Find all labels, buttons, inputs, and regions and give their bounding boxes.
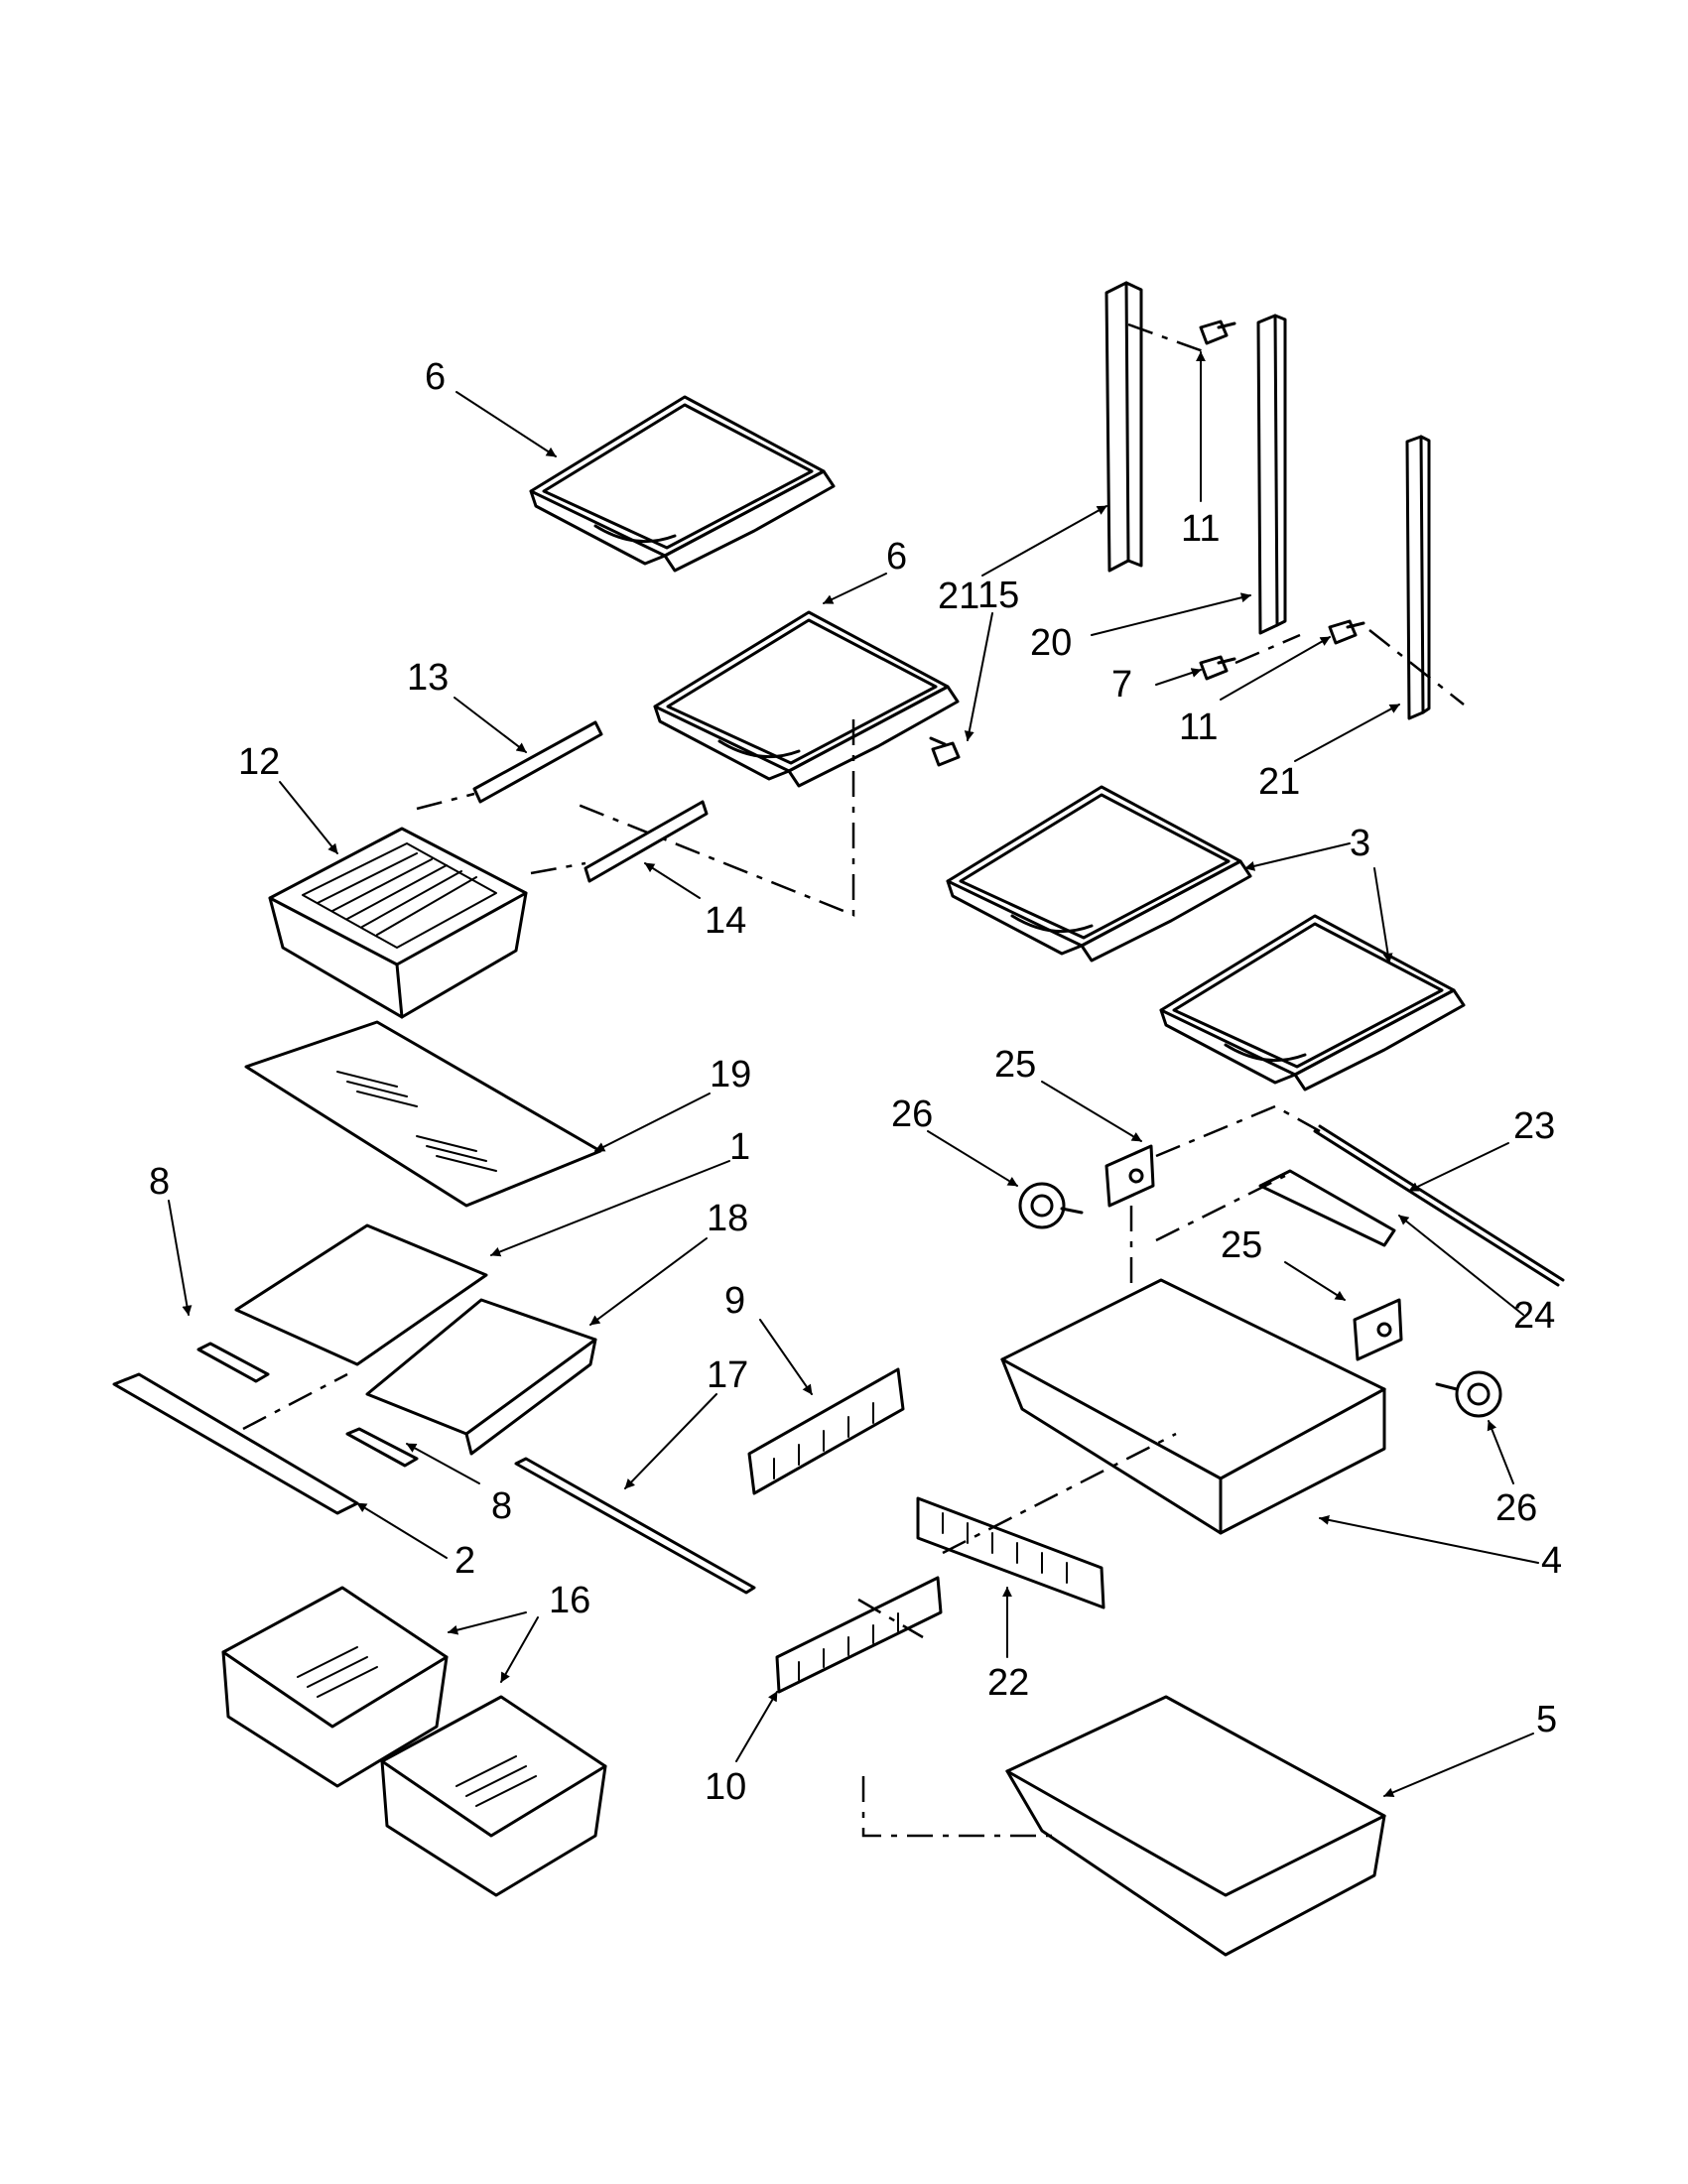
callout-24: 24 xyxy=(1513,1295,1555,1337)
bracket-part-25-upper xyxy=(1104,1144,1155,1208)
callout-25-lower: 25 xyxy=(1221,1224,1262,1266)
wire-basket-part-5 xyxy=(1004,1695,1387,1957)
strip-part-17 xyxy=(514,1457,756,1595)
callout-9: 9 xyxy=(724,1280,745,1322)
callout-3-upper: 3 xyxy=(1350,823,1370,864)
callout-23: 23 xyxy=(1513,1105,1555,1147)
callout-10: 10 xyxy=(705,1766,746,1808)
divider-part-9 xyxy=(747,1367,905,1495)
slide-part-13 xyxy=(472,720,603,804)
slide-part-14 xyxy=(584,800,709,883)
callout-20: 20 xyxy=(1030,622,1072,664)
handle-part-24 xyxy=(1258,1169,1396,1247)
callout-labels: 6 6 15 21 11 20 7 11 21 13 12 14 3 3 19 … xyxy=(149,356,1562,1808)
callout-14: 14 xyxy=(705,900,746,942)
trim-part-2 xyxy=(112,1372,359,1515)
screw-part-7 xyxy=(1199,655,1236,681)
gear-part-26-upper xyxy=(1018,1182,1084,1229)
rod-part-23 xyxy=(1313,1124,1565,1287)
gear-part-26-lower xyxy=(1435,1370,1502,1418)
bin-part-16-left xyxy=(221,1586,449,1788)
shelf-part-6-top xyxy=(529,395,836,573)
divider-part-22 xyxy=(916,1496,1105,1609)
callout-17: 17 xyxy=(707,1354,748,1396)
rail-part-21-left xyxy=(1104,281,1143,573)
callout-8-left: 8 xyxy=(149,1161,170,1203)
callout-4: 4 xyxy=(1541,1540,1562,1582)
callout-16: 16 xyxy=(549,1580,590,1621)
callout-22: 22 xyxy=(987,1662,1029,1704)
callout-11-upper: 11 xyxy=(1181,508,1220,550)
callout-12: 12 xyxy=(238,741,280,783)
callout-8-right: 8 xyxy=(491,1485,512,1527)
screw-part-11-lower xyxy=(1328,619,1365,645)
callout-19: 19 xyxy=(710,1054,751,1095)
callout-2: 2 xyxy=(454,1540,475,1582)
leader-arrows xyxy=(168,351,1539,1798)
callout-6-middle: 6 xyxy=(886,536,907,578)
clip-part-8-right xyxy=(345,1427,419,1468)
callout-6-top: 6 xyxy=(425,356,446,398)
callout-13: 13 xyxy=(407,657,449,699)
rail-part-20 xyxy=(1256,314,1287,635)
bin-part-16-right xyxy=(380,1695,607,1897)
rail-part-21-right xyxy=(1405,435,1431,720)
callout-5: 5 xyxy=(1536,1699,1557,1740)
divider-part-10 xyxy=(775,1576,943,1694)
shelf-part-18 xyxy=(365,1298,597,1456)
screw-part-11-top xyxy=(1199,320,1236,345)
callout-26-lower: 26 xyxy=(1495,1487,1537,1529)
clip-part-8-left xyxy=(196,1342,270,1383)
callout-15: 15 xyxy=(977,575,1019,616)
callout-1: 1 xyxy=(729,1126,750,1168)
bracket-part-25-lower xyxy=(1353,1298,1403,1361)
glass-shelf-part-19 xyxy=(244,1020,602,1208)
shelf-part-3-lower xyxy=(1159,914,1466,1092)
drawer-part-12 xyxy=(268,827,528,1019)
screw-part-15 xyxy=(929,736,961,767)
callout-26-upper: 26 xyxy=(891,1093,933,1135)
callout-11-lower: 11 xyxy=(1179,707,1218,748)
callout-7: 7 xyxy=(1111,664,1132,706)
shelf-part-1 xyxy=(234,1223,488,1366)
callout-21-lower: 21 xyxy=(1258,761,1300,803)
callout-18: 18 xyxy=(707,1198,748,1239)
shelf-part-6-middle xyxy=(653,610,960,788)
wire-basket-part-4 xyxy=(999,1278,1387,1535)
callout-21-upper: 21 xyxy=(938,576,979,617)
callout-25-upper: 25 xyxy=(994,1044,1036,1086)
shelf-part-3-upper xyxy=(946,785,1252,963)
